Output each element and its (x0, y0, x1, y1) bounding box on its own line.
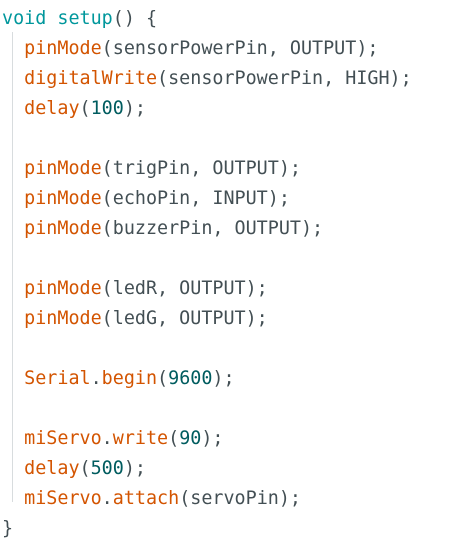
code-token: pinMode (24, 188, 102, 209)
code-token (2, 458, 24, 479)
code-token (2, 38, 24, 59)
code-token: 90 (179, 428, 202, 449)
code-area[interactable]: void setup() { pinMode(sensorPowerPin, O… (2, 4, 412, 544)
code-token (2, 368, 24, 389)
code-token (2, 278, 24, 299)
code-token: . (101, 488, 113, 509)
code-token: ); (201, 428, 224, 449)
code-token: ( (79, 98, 91, 119)
code-line[interactable]: pinMode(ledR, OUTPUT); (2, 274, 412, 304)
code-token: pinMode (24, 158, 102, 179)
code-token: ( (79, 458, 91, 479)
code-token: 100 (90, 98, 124, 119)
code-token (2, 68, 24, 89)
code-line[interactable]: pinMode(echoPin, INPUT); (2, 184, 412, 214)
code-token (2, 488, 24, 509)
code-token: void (2, 8, 47, 29)
code-token: setup (57, 8, 113, 29)
code-line[interactable] (2, 394, 412, 424)
code-token: delay (24, 458, 80, 479)
code-token: digitalWrite (24, 68, 158, 89)
code-line[interactable]: void setup() { (2, 4, 412, 34)
code-token (2, 308, 24, 329)
code-token: . (90, 368, 102, 389)
code-token: (servoPin); (179, 488, 301, 509)
code-token: (ledR, OUTPUT); (101, 278, 268, 299)
code-token: . (101, 428, 113, 449)
code-line[interactable]: digitalWrite(sensorPowerPin, HIGH); (2, 64, 412, 94)
code-token: ( (168, 428, 180, 449)
code-token: ); (123, 98, 146, 119)
code-token (46, 8, 57, 29)
code-line[interactable] (2, 334, 412, 364)
code-token: (ledG, OUTPUT); (101, 308, 268, 329)
code-line[interactable] (2, 244, 412, 274)
code-token: (echoPin, INPUT); (101, 188, 290, 209)
code-token (2, 218, 24, 239)
code-token: Serial (24, 368, 91, 389)
code-line[interactable]: Serial.begin(9600); (2, 364, 412, 394)
code-token: (buzzerPin, OUTPUT); (101, 218, 324, 239)
code-token: miServo (24, 488, 102, 509)
code-token: (trigPin, OUTPUT); (101, 158, 301, 179)
fold-guide-line (12, 32, 13, 502)
code-token: 9600 (168, 368, 213, 389)
code-token: pinMode (24, 308, 102, 329)
code-token: } (2, 518, 14, 539)
code-token (2, 158, 24, 179)
code-line[interactable]: miServo.write(90); (2, 424, 412, 454)
code-token (2, 98, 24, 119)
code-token: 500 (90, 458, 124, 479)
code-token: begin (101, 368, 158, 389)
code-line[interactable]: pinMode(ledG, OUTPUT); (2, 304, 412, 334)
code-token: (sensorPowerPin, OUTPUT); (101, 38, 379, 59)
code-line[interactable]: pinMode(buzzerPin, OUTPUT); (2, 214, 412, 244)
code-token: ); (212, 368, 235, 389)
code-token: attach (112, 488, 180, 509)
code-token: delay (24, 98, 80, 119)
code-token: (sensorPowerPin, HIGH); (157, 68, 412, 89)
code-line[interactable]: } (2, 514, 412, 544)
code-token: miServo (24, 428, 102, 449)
code-token: pinMode (24, 218, 102, 239)
code-line[interactable]: delay(500); (2, 454, 412, 484)
code-token: pinMode (24, 278, 102, 299)
code-token: ); (123, 458, 146, 479)
code-token: () { (112, 8, 158, 29)
code-line[interactable] (2, 124, 412, 154)
code-line[interactable]: pinMode(trigPin, OUTPUT); (2, 154, 412, 184)
code-line[interactable]: pinMode(sensorPowerPin, OUTPUT); (2, 34, 412, 64)
code-token: pinMode (24, 38, 102, 59)
code-token (2, 428, 24, 449)
code-token (2, 188, 24, 209)
code-line[interactable]: miServo.attach(servoPin); (2, 484, 412, 514)
code-token: ( (157, 368, 169, 389)
code-token: write (112, 428, 169, 449)
code-line[interactable]: delay(100); (2, 94, 412, 124)
